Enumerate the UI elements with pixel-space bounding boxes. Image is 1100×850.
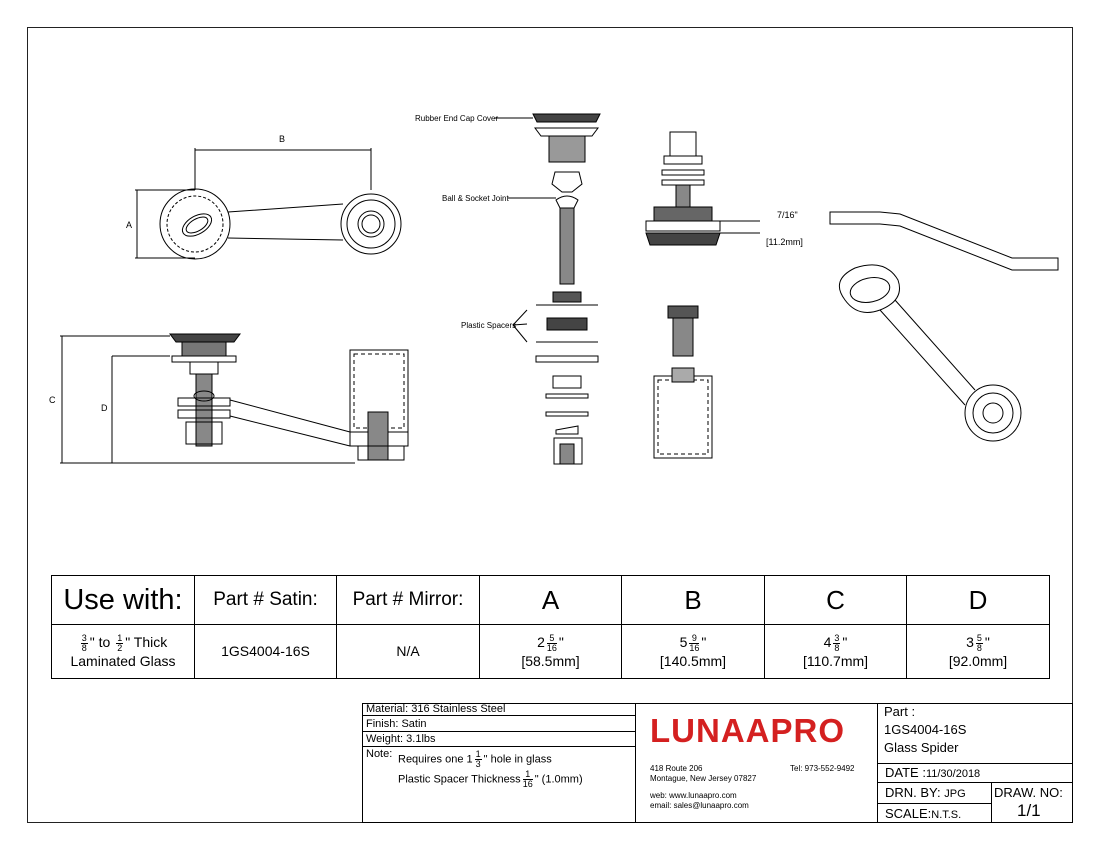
address-line-2: Montague, New Jersey 07827 [650, 774, 757, 783]
finish-text: Finish: Satin [366, 718, 427, 730]
cell-part-mirror: N/A [336, 624, 480, 679]
date-field: DATE :11/30/2018 [885, 765, 981, 780]
dim-thickness-inch: 7/16" [777, 210, 798, 220]
dim-a-label: A [126, 220, 133, 230]
header-d: D [906, 575, 1050, 625]
drawn-by-field: DRN. BY: JPG [885, 785, 966, 800]
address-line-1: 418 Route 206 [650, 764, 703, 773]
part-label: Part : [884, 704, 916, 719]
scale-field: SCALE:N.T.S. [885, 806, 962, 821]
spec-table: Use with: Part # Satin: Part # Mirror: A… [51, 575, 1050, 679]
header-part-satin: Part # Satin: [194, 575, 337, 625]
draw-no-value: 1/1 [1017, 801, 1041, 820]
weight-text: Weight: 3.1lbs [366, 733, 436, 745]
part-number: 1GS4004-16S [884, 722, 967, 737]
isometric-view [829, 211, 1059, 442]
exploded-view [495, 113, 601, 465]
company-email: email: sales@lunaapro.com [650, 801, 749, 810]
header-use-with: Use with: [51, 575, 195, 625]
dim-d-label: D [101, 403, 108, 413]
dim-b-label: B [279, 134, 286, 144]
header-c: C [764, 575, 907, 625]
dim-thickness-mm: [11.2mm] [766, 237, 803, 247]
side-view [60, 333, 409, 464]
rubber-end-cap-callout: Rubber End Cap Cover [415, 114, 499, 123]
header-a: A [479, 575, 622, 625]
draw-no-label: DRAW. NO: [994, 785, 1063, 800]
material-text: Material: 316 Stainless Steel [366, 703, 506, 715]
part-name: Glass Spider [884, 740, 959, 755]
plastic-spacers-callout: Plastic Spacers [461, 321, 517, 330]
assembly-view [645, 131, 760, 459]
top-view [135, 148, 402, 260]
note-label: Note: [366, 748, 393, 760]
company-logo: LUNAAPRO [650, 712, 845, 749]
ball-socket-callout: Ball & Socket Joint [442, 194, 509, 203]
header-b: B [621, 575, 765, 625]
company-web: web: www.lunaapro.com [650, 791, 737, 800]
company-tel: Tel: 973-552-9492 [790, 764, 855, 773]
dim-c-label: C [49, 395, 56, 405]
header-part-mirror: Part # Mirror: [336, 575, 480, 625]
cell-part-satin: 1GS4004-16S [194, 624, 337, 679]
